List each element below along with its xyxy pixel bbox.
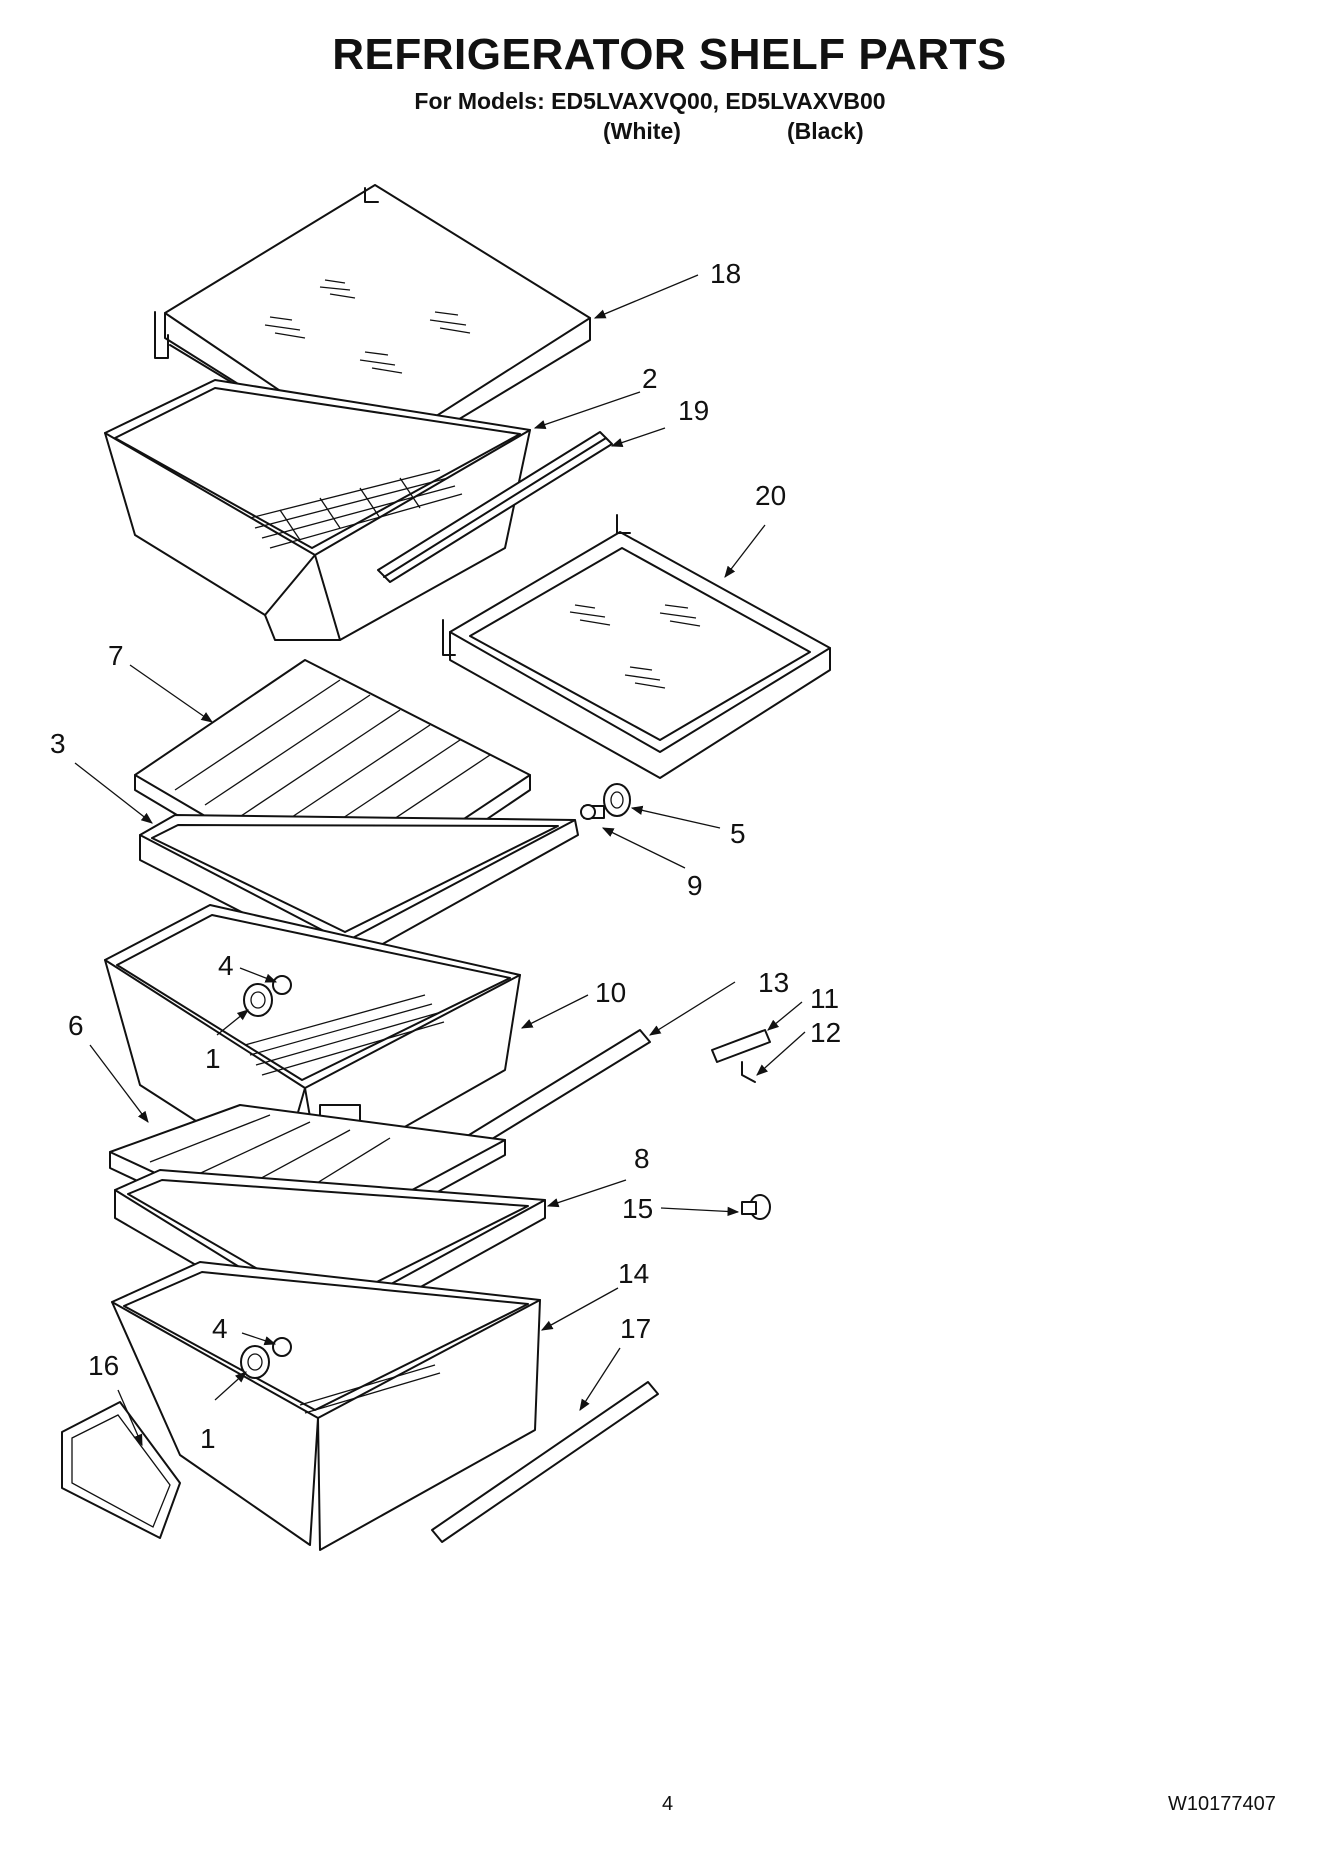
document-number: W10177407 [1168,1793,1276,1815]
callout-4-upper: 4 [218,950,234,981]
part-4-stop-upper [272,975,292,995]
part-2-crisper-drawer [104,379,531,641]
models-subtitle: For Models: ED5LVAXVQ00, ED5LVAXVB00 [414,88,886,114]
part-15-stop [741,1194,771,1220]
part-16-label-holder [61,1401,181,1539]
callout-1-lower: 1 [200,1423,216,1454]
part-4-stop-lower [272,1337,292,1357]
callout-20: 20 [755,480,786,511]
part-9-fastener [580,804,605,820]
callout-5: 5 [730,818,746,849]
part-20-glass-shelf [442,514,831,779]
callout-12: 12 [810,1017,841,1048]
callout-9: 9 [687,870,703,901]
part-11-latch [711,1029,771,1063]
part-12-bracket [741,1061,756,1083]
callout-15: 15 [622,1193,653,1224]
leader-arrows [74,274,806,1447]
callout-13: 13 [758,967,789,998]
callout-labels: 18 2 19 20 7 3 5 9 4 10 13 11 12 1 6 8 1… [50,258,841,1454]
callout-4-lower: 4 [212,1313,228,1344]
callout-10: 10 [595,977,626,1008]
part-1-wheel-upper [243,983,273,1017]
callout-17: 17 [620,1313,651,1344]
part-5-wheel [603,783,631,817]
callout-1-upper: 1 [205,1043,221,1074]
callout-19: 19 [678,395,709,426]
callout-11: 11 [810,983,839,1014]
callout-16: 16 [88,1350,119,1381]
callout-8: 8 [634,1143,650,1174]
callout-3: 3 [50,728,66,759]
part-1-wheel-lower [240,1345,270,1379]
page-number: 4 [662,1793,674,1815]
callout-6: 6 [68,1010,84,1041]
callout-18: 18 [710,258,741,289]
page-title: REFRIGERATOR SHELF PARTS [332,30,1007,79]
callout-7: 7 [108,640,124,671]
variant-white-label: (White) [603,118,681,144]
part-17-trim-strip [431,1381,659,1543]
variant-black-label: (Black) [787,118,864,144]
callout-14: 14 [618,1258,649,1289]
callout-2: 2 [642,363,658,394]
